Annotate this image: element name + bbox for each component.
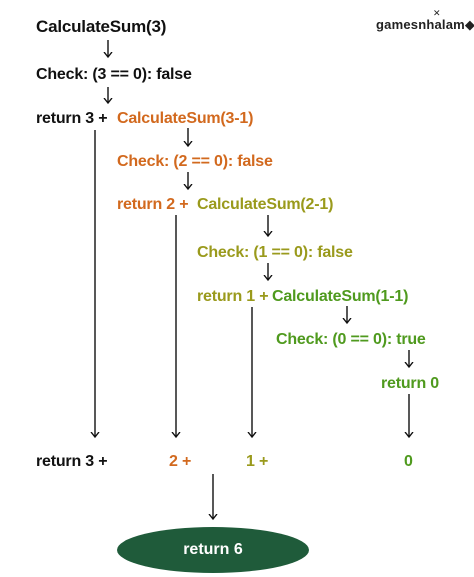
- return-prefix-level-0: return 3 +: [36, 110, 108, 127]
- summary-return-3: return 3 +: [36, 453, 108, 470]
- root-call: CalculateSum(3): [36, 17, 167, 36]
- check-level-1: Check: (2 == 0): false: [117, 153, 273, 170]
- brand-logo-end-glyph: ◆: [464, 17, 474, 32]
- brand-logo-x-glyph: ✕: [433, 8, 441, 18]
- check-level-2: Check: (1 == 0): false: [197, 244, 353, 261]
- return-prefix-level-2: return 1 +: [197, 288, 269, 305]
- result-label: return 6: [183, 541, 243, 558]
- brand-logo: gamesnhalam◆ ✕: [376, 8, 474, 33]
- return-base-case: return 0: [381, 375, 439, 392]
- call-level-1: CalculateSum(3-1): [117, 110, 254, 127]
- summary-1: 1 +: [246, 453, 269, 470]
- brand-logo-text: gamesnhalam: [376, 17, 465, 32]
- call-level-3: CalculateSum(1-1): [272, 288, 409, 305]
- return-prefix-level-1: return 2 +: [117, 196, 189, 213]
- check-level-3: Check: (0 == 0): true: [276, 331, 426, 348]
- summary-2: 2 +: [169, 453, 192, 470]
- call-level-2: CalculateSum(2-1): [197, 196, 334, 213]
- summary-0: 0: [404, 453, 413, 470]
- check-level-0: Check: (3 == 0): false: [36, 66, 192, 83]
- result-pill: return 6: [117, 527, 309, 573]
